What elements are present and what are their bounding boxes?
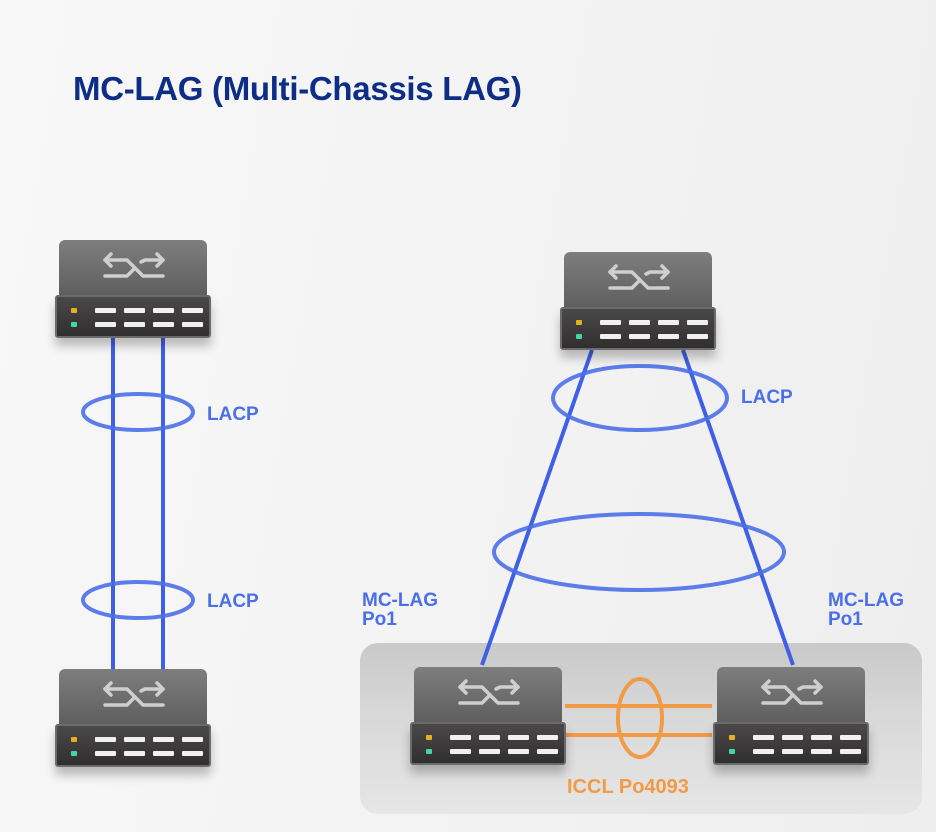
switch-icon <box>103 252 165 278</box>
port-icon <box>479 735 500 740</box>
mclag-label-left-line1: MC-LAG <box>362 590 438 611</box>
left-lacp-ring-lower <box>81 580 195 620</box>
switch-chassis <box>414 667 562 725</box>
switch-chassis <box>59 240 207 298</box>
port-icon <box>537 749 558 754</box>
mclag-label-left: MC-LAG Po1 <box>362 591 438 629</box>
switch-port-panel <box>410 722 566 765</box>
port-icon <box>95 751 116 756</box>
port-icon <box>629 334 650 339</box>
port-icon <box>753 749 774 754</box>
switch-icon <box>103 681 165 707</box>
port-icon <box>95 322 116 327</box>
status-led-amber <box>426 735 432 740</box>
switch-port-panel <box>55 295 211 338</box>
port-icon <box>687 320 708 325</box>
port-icon <box>153 322 174 327</box>
port-icon <box>629 320 650 325</box>
port-icon <box>508 735 529 740</box>
page-title: MC-LAG (Multi-Chassis LAG) <box>73 70 522 107</box>
port-icon <box>687 334 708 339</box>
port-icon <box>182 308 203 313</box>
status-led-green <box>576 334 582 339</box>
mclag-peer-switch-2[interactable] <box>713 667 869 765</box>
right-lacp-ring-upper <box>551 364 729 432</box>
left-lacp-label-lower: LACP <box>207 591 259 612</box>
mclag-label-right: MC-LAG Po1 <box>828 591 904 629</box>
status-led-amber <box>71 308 77 313</box>
port-icon <box>537 735 558 740</box>
status-led-amber <box>729 735 735 740</box>
port-icon <box>182 737 203 742</box>
mclag-label-right-line1: MC-LAG <box>828 590 904 611</box>
port-icon <box>600 334 621 339</box>
right-lacp-label: LACP <box>741 387 793 408</box>
port-icon <box>153 737 174 742</box>
left-upper-switch[interactable] <box>55 240 211 338</box>
port-icon <box>124 322 145 327</box>
port-icon <box>840 735 861 740</box>
port-icon <box>124 308 145 313</box>
port-icon <box>811 735 832 740</box>
status-led-green <box>71 322 77 327</box>
status-led-amber <box>71 737 77 742</box>
mclag-label-left-line2: Po1 <box>362 609 397 630</box>
switch-chassis <box>564 252 712 310</box>
port-icon <box>95 308 116 313</box>
switch-icon <box>458 679 520 705</box>
port-icon <box>124 751 145 756</box>
port-icon <box>508 749 529 754</box>
left-lacp-label-upper: LACP <box>207 404 259 425</box>
iccl-label: ICCL Po4093 <box>567 776 689 798</box>
mclag-label-right-line2: Po1 <box>828 609 863 630</box>
port-icon <box>658 320 679 325</box>
port-icon <box>840 749 861 754</box>
left-lower-switch[interactable] <box>55 669 211 767</box>
right-upstream-switch[interactable] <box>560 252 716 350</box>
port-icon <box>153 308 174 313</box>
port-icon <box>95 737 116 742</box>
port-icon <box>753 735 774 740</box>
switch-port-panel <box>560 307 716 350</box>
switch-chassis <box>717 667 865 725</box>
status-led-green <box>426 749 432 754</box>
port-icon <box>450 749 471 754</box>
status-led-green <box>729 749 735 754</box>
port-icon <box>182 322 203 327</box>
mclag-peer-switch-1[interactable] <box>410 667 566 765</box>
switch-port-panel <box>55 724 211 767</box>
iccl-ring <box>616 677 664 759</box>
mclag-ring <box>492 512 786 592</box>
port-icon <box>600 320 621 325</box>
status-led-green <box>71 751 77 756</box>
port-icon <box>479 749 500 754</box>
mclag-link-right <box>681 349 795 666</box>
port-icon <box>153 751 174 756</box>
switch-chassis <box>59 669 207 727</box>
left-lacp-ring-upper <box>81 392 195 432</box>
mclag-link-left <box>480 349 594 666</box>
port-icon <box>658 334 679 339</box>
port-icon <box>182 751 203 756</box>
port-icon <box>782 749 803 754</box>
port-icon <box>124 737 145 742</box>
switch-port-panel <box>713 722 869 765</box>
port-icon <box>811 749 832 754</box>
port-icon <box>450 735 471 740</box>
switch-icon <box>608 264 670 290</box>
port-icon <box>782 735 803 740</box>
switch-icon <box>761 679 823 705</box>
status-led-amber <box>576 320 582 325</box>
